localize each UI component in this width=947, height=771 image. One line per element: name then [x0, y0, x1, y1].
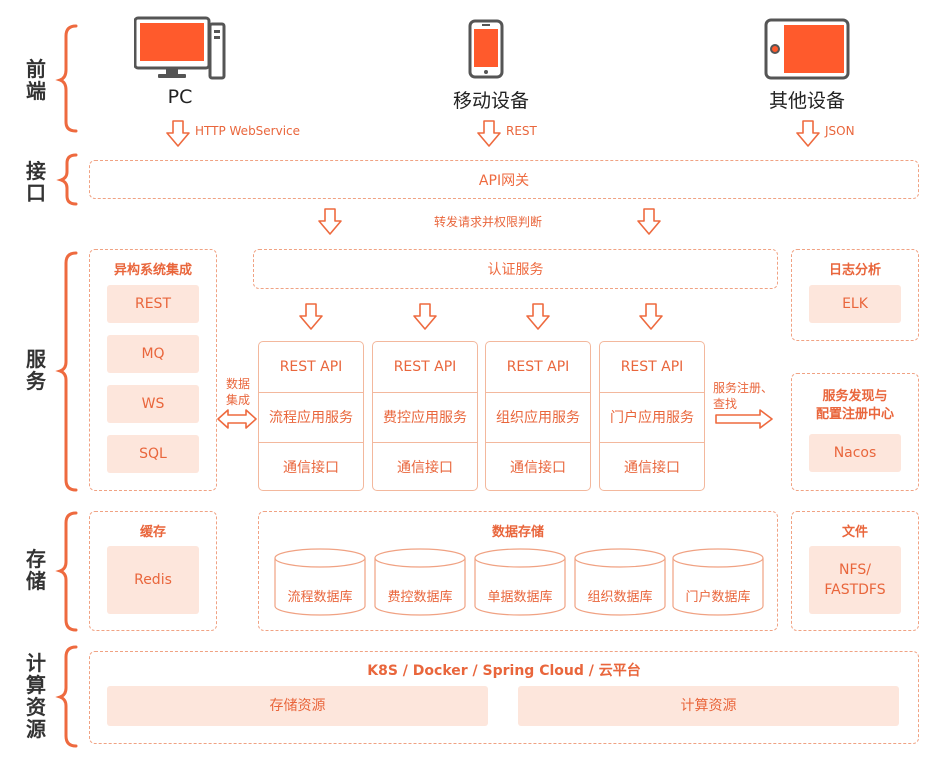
- hetero-panel: 异构系统集成 REST MQ WS SQL: [89, 249, 217, 491]
- discovery-item-nacos: Nacos: [809, 434, 901, 472]
- api-module-head: REST API: [620, 359, 684, 375]
- brace-storage: [55, 511, 78, 632]
- api-module-4: REST API 门户应用服务 通信接口: [599, 341, 705, 491]
- log-panel: 日志分析 ELK: [791, 249, 919, 341]
- files-item: NFS/FASTDFS: [809, 546, 901, 614]
- db-cylinder-5: [672, 548, 764, 616]
- api-module-service: 费控应用服务: [383, 410, 467, 426]
- brace-frontend: [55, 24, 78, 133]
- double-arrow-integration: [217, 409, 257, 429]
- hetero-item-mq: MQ: [107, 335, 199, 373]
- integration-label: 数据集成: [225, 377, 250, 407]
- down-arrow-api-4: [639, 303, 663, 330]
- down-arrow-pc: [166, 120, 190, 147]
- api-module-2: REST API 费控应用服务 通信接口: [372, 341, 478, 491]
- compute-title: K8S / Docker / Spring Cloud / 云平台: [367, 663, 641, 679]
- down-arrow-other: [796, 120, 820, 147]
- discovery-panel: 服务发现与配置注册中心 Nacos: [791, 373, 919, 491]
- compute-panel: K8S / Docker / Spring Cloud / 云平台 存储资源 计…: [89, 651, 919, 744]
- db-cylinder-1: [274, 548, 366, 616]
- log-title: 日志分析: [828, 263, 881, 278]
- db-label-1: 流程数据库: [287, 590, 353, 605]
- down-arrow-gw-left: [318, 208, 342, 235]
- db-label-5: 门户数据库: [685, 590, 751, 605]
- layer-label-frontend: 前端: [26, 57, 46, 103]
- brace-compute: [55, 645, 78, 748]
- api-module-head: REST API: [279, 359, 343, 375]
- forward-note: 转发请求并权限判断: [433, 215, 542, 229]
- device-label-mobile: 移动设备: [452, 90, 529, 112]
- down-arrow-gw-right: [637, 208, 661, 235]
- layer-label-compute: 计算资源: [26, 651, 46, 741]
- datastore-panel: 数据存储: [258, 511, 778, 631]
- api-module-1: REST API 流程应用服务 通信接口: [258, 341, 364, 491]
- down-arrow-api-2: [413, 303, 437, 330]
- files-panel: 文件 NFS/FASTDFS: [791, 511, 919, 631]
- api-module-head: REST API: [506, 359, 570, 375]
- api-module-comm: 通信接口: [510, 460, 566, 476]
- db-label-2: 费控数据库: [387, 590, 453, 605]
- right-arrow-discovery: [715, 409, 773, 429]
- down-arrow-mobile: [477, 120, 501, 147]
- layer-label-service: 服务: [26, 347, 46, 393]
- api-module-comm: 通信接口: [283, 460, 339, 476]
- db-cylinder-3: [474, 548, 566, 616]
- db-cylinder-4: [574, 548, 666, 616]
- cache-panel: 缓存 Redis: [89, 511, 217, 631]
- auth-service: 认证服务: [253, 249, 778, 289]
- cache-item-redis: Redis: [107, 546, 199, 614]
- datastore-title: 数据存储: [491, 525, 544, 540]
- api-module-service: 门户应用服务: [610, 410, 694, 426]
- desktop-icon: [134, 16, 226, 80]
- brace-interface: [56, 153, 78, 206]
- protocol-other: JSON: [825, 124, 855, 138]
- db-label-4: 组织数据库: [587, 590, 653, 605]
- hetero-item-rest: REST: [107, 285, 199, 323]
- protocol-pc: HTTP WebService: [195, 124, 301, 138]
- tablet-icon: [764, 18, 850, 80]
- compute-resources: 计算资源: [518, 686, 899, 726]
- cache-title: 缓存: [139, 525, 166, 540]
- log-item-elk: ELK: [809, 285, 901, 323]
- api-module-service: 组织应用服务: [496, 410, 580, 426]
- layer-label-interface: 接口: [26, 159, 46, 205]
- db-cylinder-2: [374, 548, 466, 616]
- api-module-service: 流程应用服务: [269, 410, 353, 426]
- hetero-title: 异构系统集成: [113, 263, 192, 278]
- protocol-mobile: REST: [506, 124, 537, 138]
- device-label-other: 其他设备: [768, 90, 845, 112]
- device-label-pc: PC: [167, 86, 193, 108]
- discovery-arrow-label: 服务注册、查找: [713, 381, 774, 411]
- layer-label-storage: 存储: [26, 547, 46, 593]
- hetero-item-ws: WS: [107, 385, 199, 423]
- api-module-comm: 通信接口: [624, 460, 680, 476]
- hetero-item-sql: SQL: [107, 435, 199, 473]
- api-module-3: REST API 组织应用服务 通信接口: [485, 341, 591, 491]
- mobile-icon: [468, 19, 504, 79]
- files-title: 文件: [841, 525, 868, 540]
- api-module-comm: 通信接口: [397, 460, 453, 476]
- down-arrow-api-1: [299, 303, 323, 330]
- storage-resources: 存储资源: [107, 686, 488, 726]
- brace-service: [55, 251, 78, 492]
- down-arrow-api-3: [526, 303, 550, 330]
- api-gateway: API网关: [89, 160, 919, 199]
- api-module-head: REST API: [393, 359, 457, 375]
- discovery-title: 服务发现与配置注册中心: [815, 389, 894, 422]
- db-label-3: 单据数据库: [487, 590, 553, 605]
